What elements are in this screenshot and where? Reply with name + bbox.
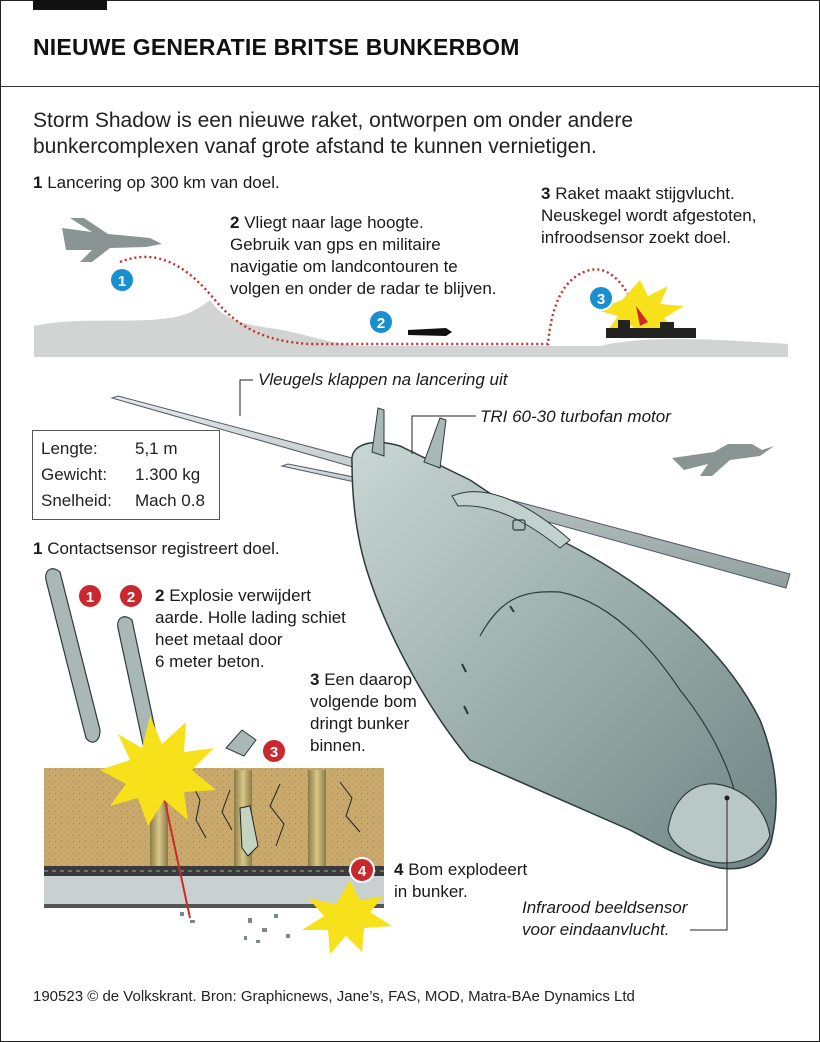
intro-text: Storm Shadow is een nieuwe raket, ontwor… [33,109,634,158]
soil-cracks [189,779,361,847]
flight-badge-2-label: 2 [377,315,385,332]
impact-step-3-number: 3 [310,670,320,689]
specs-box: Lengte: 5,1 m Gewicht: 1.300 kg Snelheid… [32,430,220,520]
spec-weight-label: Gewicht: [41,465,108,484]
impact-step-4-number: 4 [394,860,404,879]
wings-leader [239,379,253,416]
flight-step-1: 1 Lancering op 300 km van doel. [33,172,280,194]
page-title: NIEUWE GENERATIE BRITSE BUNKERBOM [33,34,520,60]
fighter-jet-icon [62,218,162,262]
impact-badge-4: 4 [349,857,375,883]
impact-step-2-line-1: Explosie verwijdert [169,586,311,605]
impact-step-4: 4 Bom explodeert in bunker. [394,859,527,903]
impact-step-2-number: 2 [155,586,165,605]
impact-step-4-line-2: in bunker. [394,882,468,901]
missile-silhouette-icon [408,328,452,336]
impact-badge-1: 1 [77,583,103,609]
flight-step-2-line-2: Gebruik van gps en militaire [230,235,441,254]
flight-step-3-line-3: infroodsensor zoekt doel. [541,228,731,247]
impact-step-1-text: Contactsensor registreert doel. [47,539,280,558]
sensor-callout-line-2: voor eindaanvlucht. [522,920,670,939]
flight-step-2-line-4: volgen en onder de radar te blijven. [230,279,497,298]
motor-callout: TRI 60-30 turbofan motor [480,407,671,426]
title-divider [0,86,820,87]
flight-step-2: 2 Vliegt naar lage hoogte. Gebruik van g… [230,212,497,300]
missile-body [351,407,777,870]
spec-speed-value: Mach 0.8 [135,491,205,510]
credit-footer: 190523 © de Volkskrant. Bron: Graphicnew… [33,988,635,1005]
spec-weight-value: 1.300 kg [135,465,201,484]
flight-step-3: 3 Raket maakt stijgvlucht. Neuskegel wor… [541,183,756,249]
third-bomb-fragment [225,729,257,757]
flight-badge-3: 3 [588,285,614,311]
impact-badge-3-label: 3 [270,744,278,761]
impact-badge-1-label: 1 [86,589,94,606]
spec-length-value: 5,1 m [135,439,178,458]
surface-explosion-icon [100,716,216,826]
sensor-callout-line-1: Infrarood beeldsensor [522,898,688,917]
impact-step-1: 1 Contactsensor registreert doel. [33,538,280,560]
flight-badge-2: 2 [368,309,394,335]
impact-step-3-line-1: Een daarop [324,670,413,689]
debris [180,912,290,943]
sensor-point [724,795,730,801]
impact-step-2-line-4: 6 meter beton. [155,652,265,671]
spec-speed-label: Snelheid: [41,491,112,510]
impact-badge-2-label: 2 [127,589,135,606]
impact-step-3-line-3: dringt bunker [310,714,410,733]
impact-step-2-line-2: aarde. Holle lading schiet [155,608,346,627]
flight-badge-1: 1 [109,267,135,293]
impact-step-2-line-3: heet metaal door [155,630,283,649]
bomb-shaft-right [308,770,326,866]
impact-badge-3: 3 [261,738,287,764]
flight-step-2-line-3: navigatie om landcontouren te [230,257,458,276]
impact-step-3-line-2: volgende bom [310,692,417,711]
impact-step-2: 2 Explosie verwijdert aarde. Holle ladin… [155,585,346,673]
impact-badge-2: 2 [118,583,144,609]
flight-step-2-number: 2 [230,213,240,232]
bunker-interior [44,876,384,906]
impact-badge-4-label: 4 [358,863,367,880]
impact-step-1-number: 1 [33,539,43,558]
impact-step-4-line-1: Bom explodeert [408,860,528,879]
wings-callout: Vleugels klappen na lancering uit [258,370,508,389]
flight-step-3-line-2: Neuskegel wordt afgestoten, [541,206,757,225]
sensor-leader [690,800,728,931]
impact-step-3: 3 Een daarop volgende bom dringt bunker … [310,669,417,757]
falling-bomb-1 [45,568,101,743]
flight-step-3-number: 3 [541,184,551,203]
impact-step-3-line-4: binnen. [310,736,366,755]
flight-badge-1-label: 1 [118,273,126,290]
flight-step-2-line-1: Vliegt naar lage hoogte. [244,213,424,232]
penetrating-bomb [239,805,259,857]
target-explosion-icon [596,280,696,338]
bunker-explosion-icon [302,880,392,954]
flight-badge-3-label: 3 [597,291,605,308]
ground-hills [34,300,788,357]
flight-step-1-number: 1 [33,173,43,192]
flight-step-1-text: Lancering op 300 km van doel. [47,173,280,192]
soil-layer [44,768,384,866]
spec-length-label: Lengte: [41,439,98,458]
bunker-floor [44,904,384,908]
flight-step-3-line-1: Raket maakt stijgvlucht. [555,184,735,203]
motor-leader [411,415,476,454]
fighter-jet-right-icon [672,444,774,476]
top-accent-bar [33,0,107,10]
